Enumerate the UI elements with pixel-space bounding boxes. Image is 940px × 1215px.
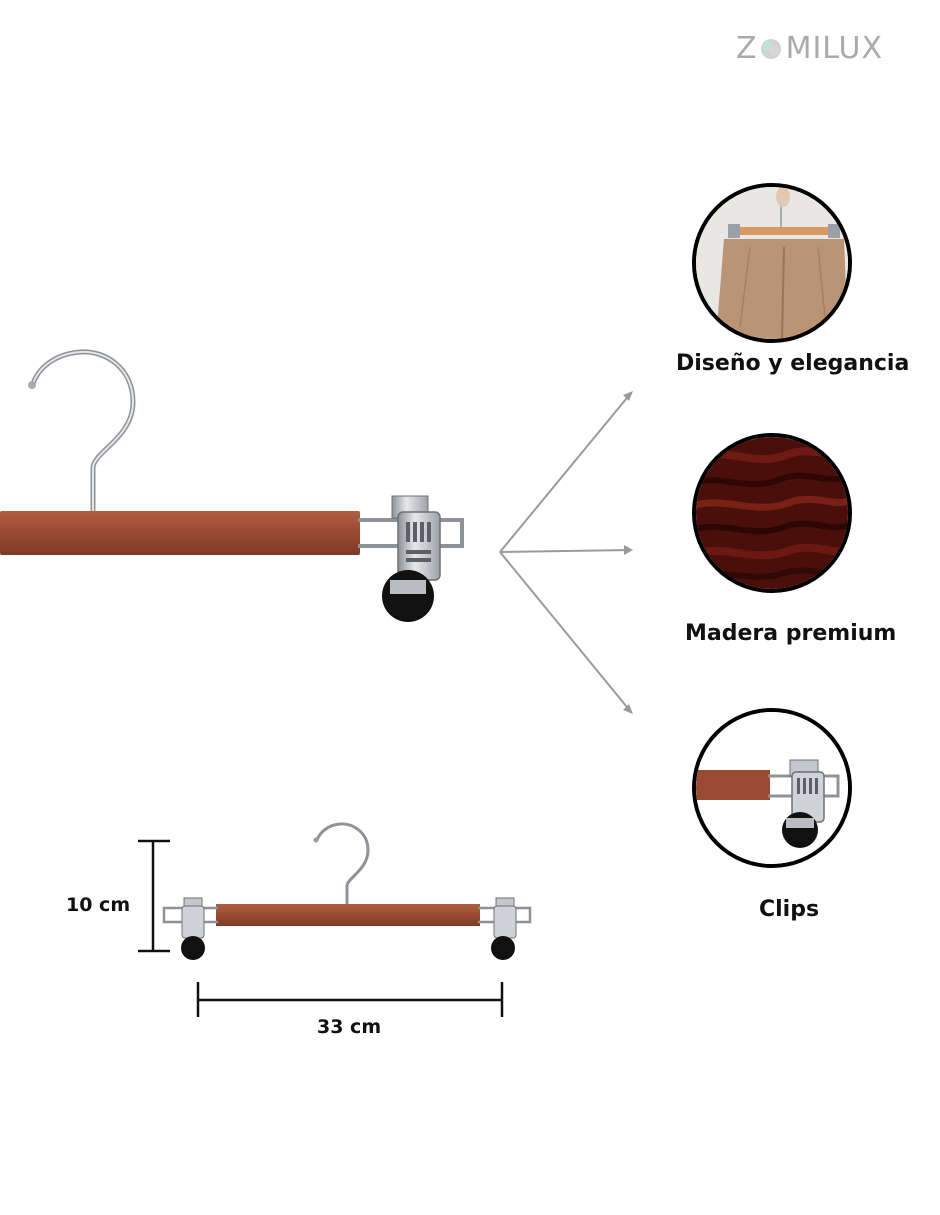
brand-name-left: Z: [736, 30, 758, 66]
globe-o-icon: [760, 39, 781, 59]
dimension-hanger-image: [138, 822, 532, 1017]
wood-grain-photo: [696, 437, 848, 589]
feature-circle-wood: [692, 433, 852, 593]
feature-circle-design: [692, 183, 852, 343]
feature-label-clips: Clips: [759, 897, 820, 922]
connector-arrows: [499, 391, 633, 714]
brand-logo: Z MILUX: [736, 30, 883, 66]
height-dimension-label: 10 cm: [66, 894, 131, 916]
clip-closeup-photo: [696, 712, 848, 864]
width-dimension-label: 33 cm: [317, 1016, 382, 1038]
feature-circle-clips: [692, 708, 852, 868]
feature-label-wood: Madera premium: [685, 621, 897, 646]
main-hanger-image: [0, 349, 464, 622]
brand-name-right: MILUX: [785, 30, 884, 66]
feature-label-design: Diseño y elegancia: [676, 351, 910, 376]
hanging-pants-photo: [696, 187, 848, 339]
